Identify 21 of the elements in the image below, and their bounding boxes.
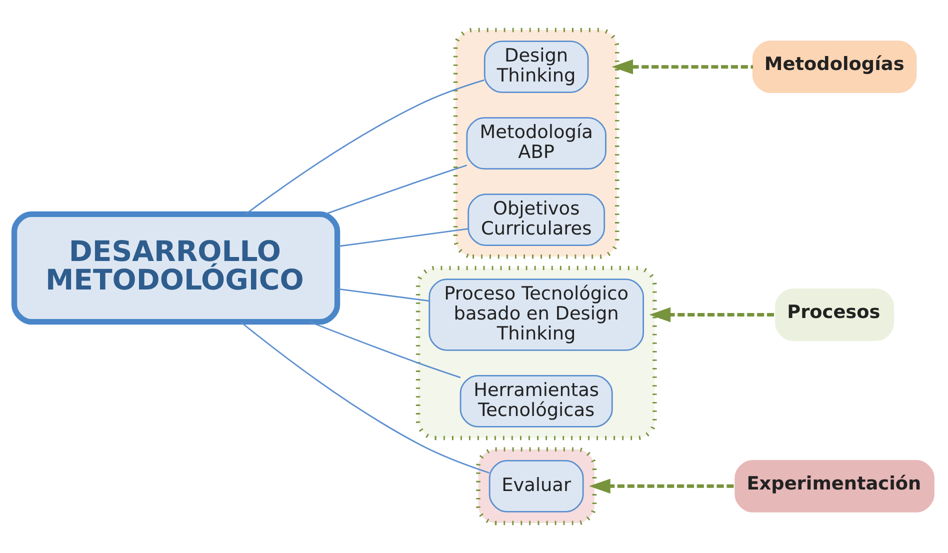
connector: [245, 79, 484, 215]
cluster: [416, 266, 657, 440]
node-box: Herramientas Tecnológicas: [460, 374, 613, 428]
node-box: Experimentación: [734, 460, 934, 512]
connector: [325, 164, 468, 215]
node-box: Objetivos Curriculares: [468, 194, 606, 246]
node-box: Design Thinking: [484, 40, 589, 94]
connector: [310, 321, 461, 378]
node-box: Metodología ABP: [466, 117, 606, 170]
connector: [338, 228, 468, 248]
arrow: [612, 59, 753, 74]
cluster: [476, 447, 597, 526]
node-box: Evaluar: [488, 460, 584, 512]
node-box: Procesos: [775, 288, 894, 341]
arrow: [649, 307, 776, 322]
node-box: Proceso Tecnológico basado en Design Thinking: [428, 278, 644, 351]
arrow: [589, 478, 735, 494]
node-box: DESARROLLO METODOLÓGICO: [11, 211, 340, 325]
cluster: [453, 28, 620, 259]
node-box: Metodologías: [752, 40, 917, 94]
connector: [338, 288, 430, 302]
